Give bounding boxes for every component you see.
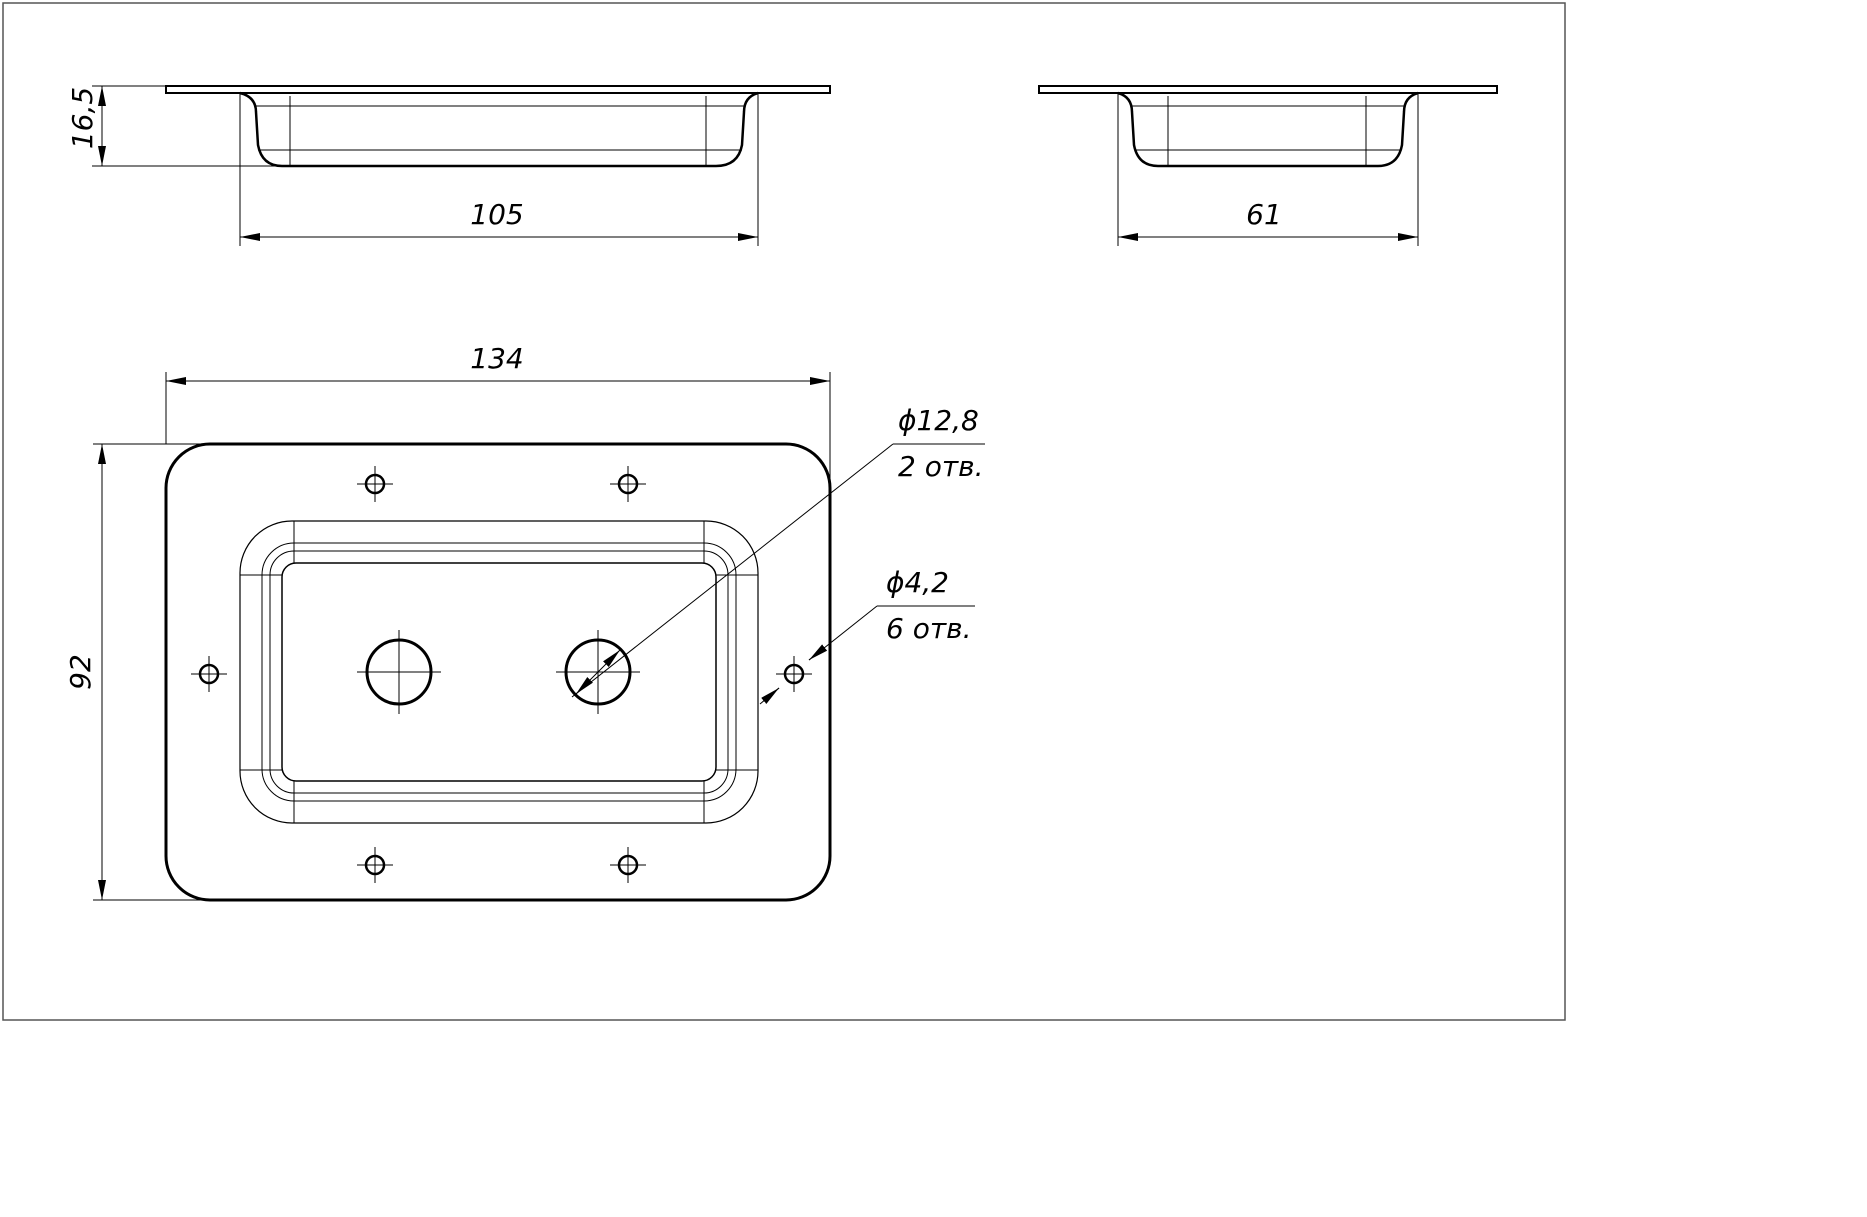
small-hole-top-right — [610, 466, 646, 502]
recess-outer — [239, 520, 759, 824]
tray-body — [239, 91, 759, 168]
tray-body — [1117, 91, 1419, 168]
large-hole-count-label: 2 отв. — [898, 450, 984, 483]
recess-inner — [269, 550, 729, 794]
dim-width-label-61: 61 — [1246, 198, 1282, 231]
large-hole-left — [357, 630, 441, 714]
flange — [165, 85, 831, 94]
dim-width-label-105: 105 — [470, 198, 523, 231]
sheet-frame — [2, 2, 1566, 1021]
dim-height-label-92: 92 — [64, 654, 97, 690]
recess-mid — [261, 542, 737, 802]
top-view: 134 92 ϕ12,8 2 отв. ϕ4,2 6 отв. — [64, 342, 985, 902]
small-hole-bottom-left — [357, 847, 393, 883]
side-view-length: 16,5 105 — [66, 85, 831, 246]
small-hole-diameter-label: ϕ4,2 — [886, 566, 949, 599]
leader-small-hole: ϕ4,2 6 отв. — [759, 566, 975, 705]
technical-drawing: 16,5 105 61 — [2, 2, 1566, 1021]
small-hole-count-label: 6 отв. — [886, 612, 972, 645]
small-hole-left — [191, 656, 227, 692]
small-hole-bottom-right — [610, 847, 646, 883]
dim-width-label-134: 134 — [470, 342, 523, 375]
dim-height-label: 16,5 — [66, 87, 99, 149]
side-view-width: 61 — [1038, 85, 1498, 246]
small-hole-right — [776, 656, 812, 692]
leader-large-hole: ϕ12,8 2 отв. — [571, 404, 985, 698]
outer-plate — [164, 442, 832, 902]
small-hole-top-left — [357, 466, 393, 502]
flange — [1038, 85, 1498, 94]
large-hole-diameter-label: ϕ12,8 — [898, 404, 979, 437]
recess-bottom — [281, 562, 717, 782]
